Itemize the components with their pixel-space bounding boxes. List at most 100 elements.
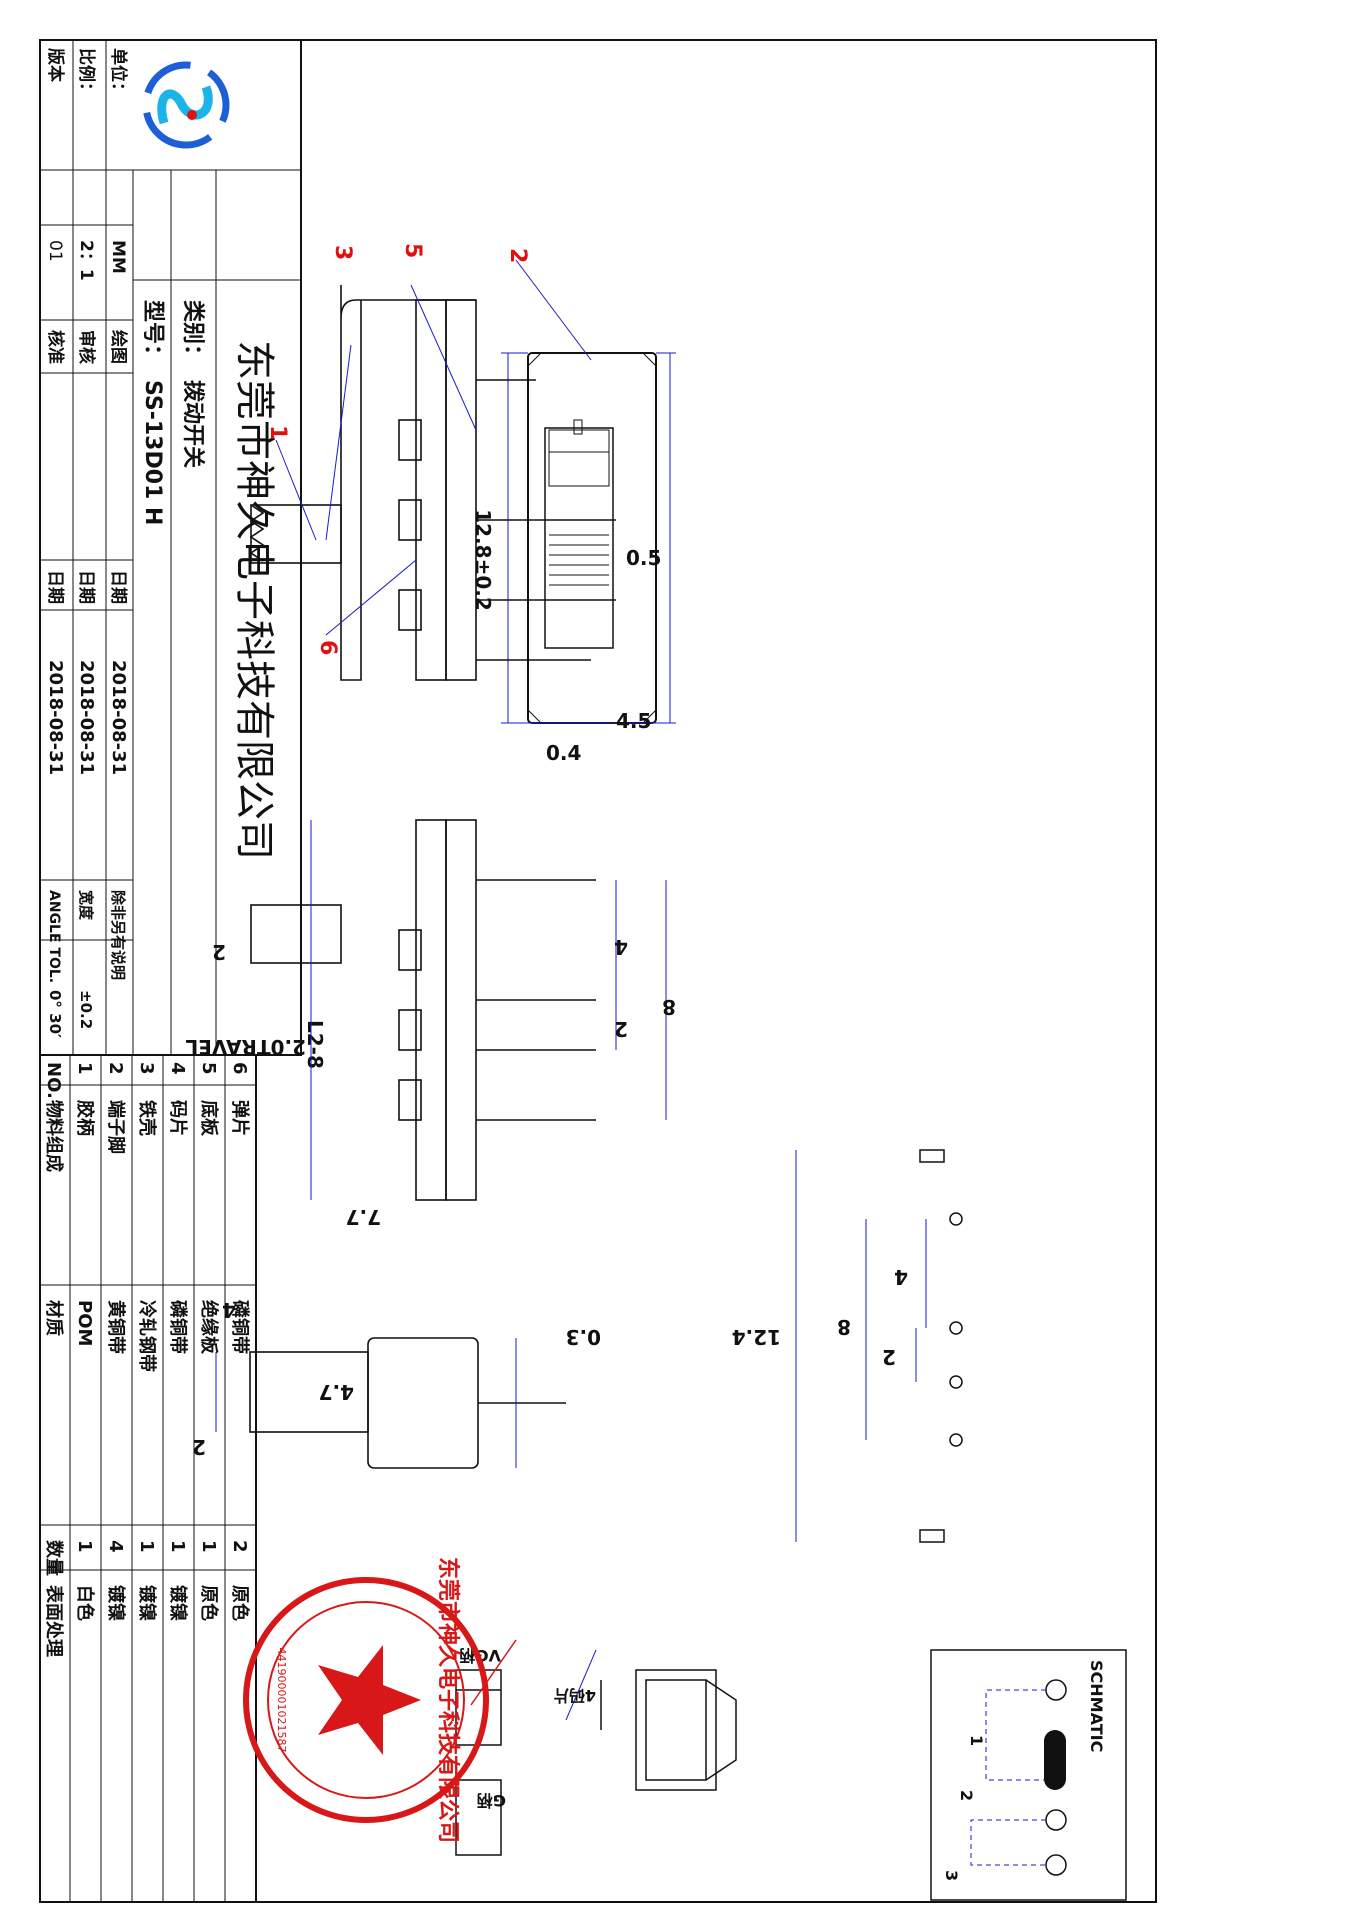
bom-cell: 镀镍 bbox=[105, 1585, 127, 1621]
dim-knob-2: 2 bbox=[192, 1435, 206, 1459]
dim-pin-offset-b: 0.4 bbox=[546, 741, 581, 765]
dim-pin-offset-a: 0.5 bbox=[626, 546, 661, 570]
bom-cell: 1 bbox=[167, 1540, 188, 1553]
scale-label: 比例： bbox=[76, 48, 97, 99]
bom-header: 材质 bbox=[43, 1300, 65, 1336]
bom-cell: 白色 bbox=[74, 1585, 96, 1621]
angle-value: 0° 30′ bbox=[46, 990, 64, 1038]
bom-cell: 镀镍 bbox=[136, 1585, 158, 1621]
approved-label: 核准 bbox=[45, 330, 66, 364]
bom-cell: 冷轧钢带 bbox=[136, 1300, 158, 1372]
date-approved: 2018-08-31 bbox=[45, 660, 66, 775]
dim-side-height: 7.7 bbox=[346, 1205, 381, 1229]
drawn-label: 绘图 bbox=[108, 330, 129, 364]
bom-rows: 6弹片磷铜带2原色5底板绝缘板1原色4码片磷铜带1镀镍3铁壳冷轧钢带1镀镍2端子… bbox=[43, 1062, 251, 1657]
title-block bbox=[39, 39, 302, 1056]
tol-width-label: 宽度 bbox=[77, 889, 95, 921]
category-value: 拨动开关 bbox=[180, 380, 205, 468]
date-label-1: 日期 bbox=[108, 570, 128, 604]
dim-top-length: 12.8±0.2 bbox=[471, 509, 495, 611]
dim-side-span-8: 8 bbox=[662, 995, 676, 1019]
bom-header: 数量 bbox=[43, 1540, 65, 1576]
bom-cell: 1 bbox=[136, 1540, 157, 1553]
date-drawn: 2018-08-31 bbox=[108, 660, 129, 775]
seal-text: 东莞市神久电子科技有限公司 bbox=[435, 1557, 461, 1843]
bom-cell: 底板 bbox=[198, 1100, 220, 1137]
dim-fp-4: 4 bbox=[894, 1265, 908, 1289]
bom-cell: 黄铜带 bbox=[105, 1300, 127, 1354]
bom-cell: 磷铜带 bbox=[229, 1300, 251, 1354]
tol-width-value: ±0.2 bbox=[77, 990, 95, 1029]
bom-cell: 1 bbox=[74, 1062, 95, 1075]
vg-leader bbox=[470, 1639, 517, 1706]
bom-cell: 6 bbox=[229, 1062, 250, 1075]
end-view bbox=[249, 1337, 566, 1469]
bom-cell: 3 bbox=[136, 1062, 157, 1075]
bom-cell: POM bbox=[74, 1300, 95, 1346]
seal-number: 441900001021587 bbox=[275, 1648, 288, 1753]
checked-label: 审核 bbox=[76, 330, 97, 364]
dim-fp-2: 2 bbox=[882, 1345, 896, 1369]
bom-cell: 铁壳 bbox=[136, 1100, 158, 1136]
company-logo bbox=[142, 61, 230, 149]
dim-fp-8: 8 bbox=[837, 1315, 851, 1339]
dim-travel: 2.0TRAVEL bbox=[185, 1035, 306, 1059]
bom-cell: 弹片 bbox=[229, 1100, 251, 1136]
bom-cell: 2 bbox=[229, 1540, 250, 1553]
dim-knob-length: 4 bbox=[222, 1298, 236, 1322]
callout-3: 3 bbox=[330, 245, 355, 260]
dim-pin-thk: 0.3 bbox=[566, 1325, 601, 1349]
end-dims bbox=[215, 1338, 517, 1468]
schematic-label-1: 1 bbox=[967, 1735, 986, 1746]
bom-header: 物料组成 bbox=[43, 1100, 65, 1172]
bom-cell: 4 bbox=[105, 1540, 126, 1553]
callout-1: 1 bbox=[265, 425, 290, 440]
company-seal: 东莞市神久电子科技有限公司 441900001021587 bbox=[243, 1557, 489, 1843]
bom-table bbox=[39, 1054, 257, 1903]
side-view-upper bbox=[249, 285, 616, 681]
footprint bbox=[919, 1149, 963, 1543]
callout-6: 6 bbox=[315, 640, 340, 655]
side-view-middle bbox=[250, 819, 596, 1201]
date-label-3: 日期 bbox=[45, 570, 65, 604]
bom-cell: 2 bbox=[105, 1062, 126, 1075]
middle-dims bbox=[310, 820, 667, 1200]
bom-header: NO. bbox=[43, 1062, 64, 1099]
bom-cell: 绝缘板 bbox=[198, 1300, 220, 1355]
version-label: 版本 bbox=[45, 48, 66, 82]
bom-cell: 磷铜带 bbox=[167, 1300, 189, 1354]
callout-2: 2 bbox=[505, 248, 530, 263]
footprint-dims bbox=[795, 1150, 927, 1542]
unit-value: MM bbox=[108, 240, 128, 274]
schematic bbox=[930, 1649, 1127, 1901]
bom-cell: 胶柄 bbox=[74, 1100, 96, 1136]
dim-side-knob-2: 2 bbox=[212, 940, 226, 964]
callout-5: 5 bbox=[400, 243, 425, 258]
label-g: G柄 bbox=[477, 1791, 506, 1810]
bom-cell: 1 bbox=[74, 1540, 95, 1553]
callouts: 2 5 3 1 6 bbox=[265, 243, 592, 655]
scale-value: 2：1 bbox=[76, 240, 96, 281]
bom-cell: 4 bbox=[167, 1062, 188, 1075]
bom-cell: 码片 bbox=[167, 1100, 189, 1136]
angle-label: ANGLE TOL. bbox=[46, 890, 62, 983]
model-value: SS-13D01 H bbox=[140, 380, 165, 525]
top-view: 12.8±0.2 4.5 bbox=[471, 352, 676, 733]
date-checked: 2018-08-31 bbox=[76, 660, 97, 775]
model-label: 型号： bbox=[140, 300, 165, 366]
bom-cell: 镀镍 bbox=[167, 1585, 189, 1621]
tol-note: 除非另有说明 bbox=[109, 890, 127, 980]
bom-cell: 端子脚 bbox=[105, 1100, 126, 1154]
dim-fp-total: 12.4 bbox=[732, 1325, 781, 1349]
version-value: 01 bbox=[45, 240, 65, 262]
dim-end-width: 4.7 bbox=[319, 1380, 354, 1404]
dim-top-width: 4.5 bbox=[616, 709, 651, 733]
dim-side-pitch-4: 4 bbox=[614, 935, 628, 959]
bom-cell: 1 bbox=[198, 1540, 219, 1553]
company-name: 东莞市神久电子科技有限公司 bbox=[231, 340, 277, 860]
label-code: 4码片 bbox=[553, 1686, 596, 1705]
drawing-number: L2-8 bbox=[303, 1020, 327, 1069]
